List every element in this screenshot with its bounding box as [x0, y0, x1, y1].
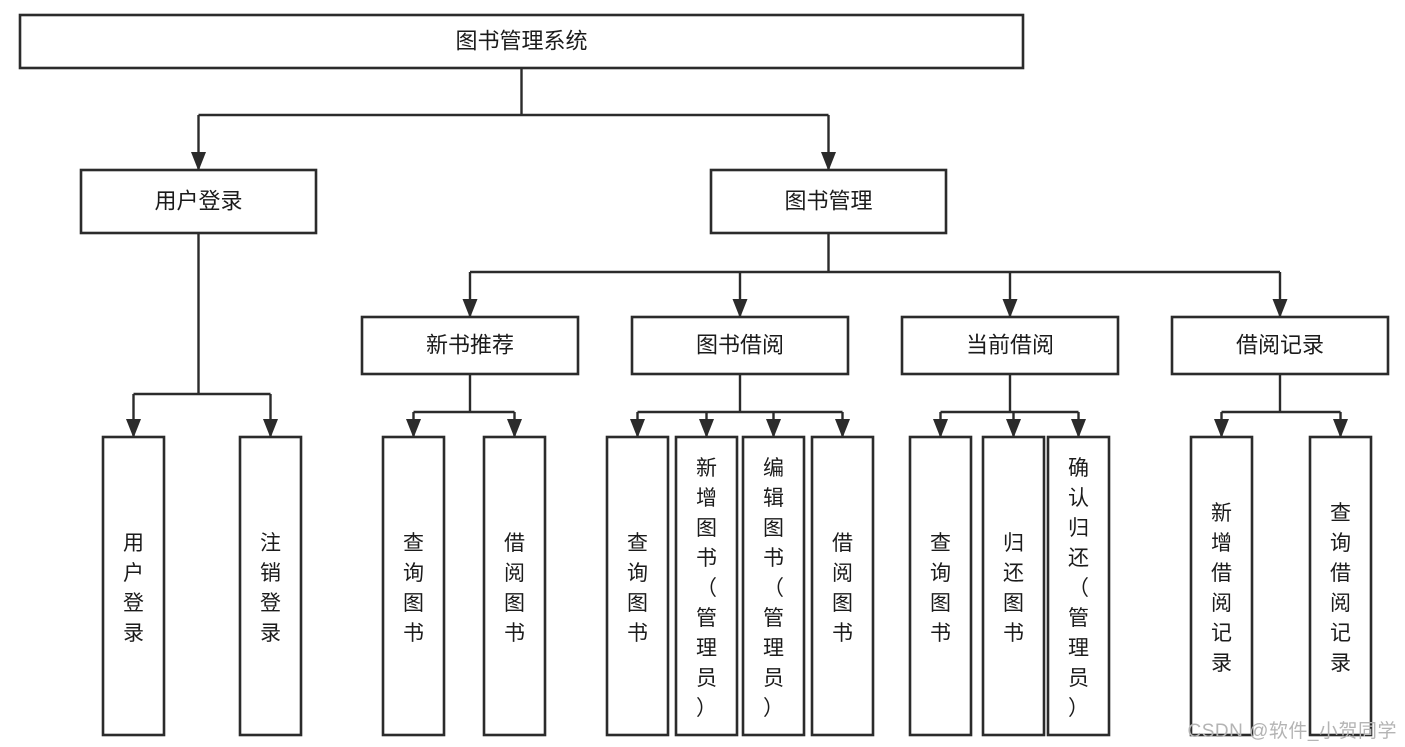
node-leaf-query-record[interactable]: 查询借阅记录 [1308, 435, 1373, 737]
watermark-label: CSDN @软件_小贺同学 [1187, 721, 1397, 742]
node-leaf-query-book-1-rect[interactable] [381, 435, 446, 737]
arrow-head-icon [766, 419, 781, 438]
node-leaf-borrow-book-1[interactable]: 借阅图书 [482, 435, 547, 737]
node-leaf-confirm-return-rect[interactable] [1046, 435, 1111, 737]
arrow-head-icon [835, 419, 850, 438]
node-leaf-query-record-rect[interactable] [1308, 435, 1373, 737]
node-leaf-query-book-3[interactable]: 查询图书 [908, 435, 973, 737]
node-leaf-query-book-2-rect[interactable] [605, 435, 670, 737]
arrow-head-icon [1272, 299, 1288, 318]
node-leaf-add-record[interactable]: 新增借阅记录 [1189, 435, 1254, 737]
node-leaf-user-login-label: 用户登录 [123, 532, 144, 645]
node-book-manage[interactable]: 图书管理 [709, 168, 948, 235]
arrow-head-icon [126, 419, 141, 438]
node-current-borrow-label: 当前借阅 [966, 332, 1054, 357]
node-leaf-logout-login-rect[interactable] [238, 435, 303, 737]
node-leaf-query-book-2-label: 查询图书 [627, 532, 648, 645]
node-leaf-return-book-rect[interactable] [981, 435, 1046, 737]
arrow-head-icon [1214, 419, 1229, 438]
node-leaf-query-record-label: 查询借阅记录 [1330, 502, 1351, 675]
node-leaf-confirm-return-label: 确认归还（管理员） [1068, 457, 1089, 720]
node-current-borrow-rect[interactable] [900, 315, 1120, 376]
node-new-book-recommend-label: 新书推荐 [426, 332, 514, 357]
node-root-system-label: 图书管理系统 [455, 28, 587, 53]
node-current-borrow[interactable]: 当前借阅 [900, 315, 1120, 376]
node-book-borrow-rect[interactable] [630, 315, 850, 376]
node-leaf-query-book-3-rect[interactable] [908, 435, 973, 737]
node-leaf-borrow-book-1-label: 借阅图书 [504, 532, 525, 645]
arrow-head-icon [263, 419, 278, 438]
arrow-head-icon [507, 419, 522, 438]
node-leaf-edit-book[interactable]: 编辑图书（管理员） [741, 435, 806, 737]
node-user-login[interactable]: 用户登录 [79, 168, 318, 235]
node-book-borrow-label: 图书借阅 [696, 332, 784, 357]
node-leaf-query-book-1-label: 查询图书 [403, 532, 424, 645]
arrow-head-icon [191, 152, 206, 171]
node-leaf-add-record-label: 新增借阅记录 [1211, 502, 1232, 675]
arrow-head-icon [933, 419, 948, 438]
node-leaf-add-book[interactable]: 新增图书（管理员） [674, 435, 739, 737]
arrow-head-icon [1006, 419, 1021, 438]
node-new-book-recommend-rect[interactable] [360, 315, 580, 376]
arrow-head-icon [1333, 419, 1348, 438]
node-borrow-record[interactable]: 借阅记录 [1170, 315, 1390, 376]
node-root-system[interactable]: 图书管理系统 [18, 13, 1025, 70]
arrow-head-icon [821, 152, 836, 171]
node-leaf-add-book-label: 新增图书（管理员） [696, 457, 717, 720]
node-leaf-query-book-1[interactable]: 查询图书 [381, 435, 446, 737]
node-leaf-query-book-2[interactable]: 查询图书 [605, 435, 670, 737]
node-leaf-borrow-book-2[interactable]: 借阅图书 [810, 435, 875, 737]
node-book-manage-rect[interactable] [709, 168, 948, 235]
arrow-head-icon [462, 299, 478, 318]
arrow-head-icon [1002, 299, 1018, 318]
arrow-head-icon [406, 419, 421, 438]
node-leaf-logout-login[interactable]: 注销登录 [238, 435, 303, 737]
arrow-head-icon [732, 299, 748, 318]
node-leaf-logout-login-label: 注销登录 [260, 532, 281, 645]
node-leaf-user-login-rect[interactable] [101, 435, 166, 737]
node-leaf-add-record-rect[interactable] [1189, 435, 1254, 737]
node-leaf-add-book-rect[interactable] [674, 435, 739, 737]
arrow-head-icon [699, 419, 714, 438]
connector-layer [126, 68, 1348, 438]
node-borrow-record-label: 借阅记录 [1236, 332, 1324, 357]
node-leaf-borrow-book-2-label: 借阅图书 [832, 532, 853, 645]
node-book-manage-label: 图书管理 [784, 188, 872, 213]
node-leaf-query-book-3-label: 查询图书 [930, 532, 951, 645]
node-leaf-confirm-return[interactable]: 确认归还（管理员） [1046, 435, 1111, 737]
node-new-book-recommend[interactable]: 新书推荐 [360, 315, 580, 376]
arrow-head-icon [1071, 419, 1086, 438]
node-user-login-rect[interactable] [79, 168, 318, 235]
node-borrow-record-rect[interactable] [1170, 315, 1390, 376]
node-leaf-edit-book-rect[interactable] [741, 435, 806, 737]
node-user-login-label: 用户登录 [154, 188, 242, 213]
node-layer: 图书管理系统用户登录图书管理新书推荐图书借阅当前借阅借阅记录用户登录注销登录查询… [18, 13, 1390, 737]
node-leaf-edit-book-label: 编辑图书（管理员） [763, 457, 784, 720]
node-book-borrow[interactable]: 图书借阅 [630, 315, 850, 376]
arrow-head-icon [630, 419, 645, 438]
node-leaf-user-login[interactable]: 用户登录 [101, 435, 166, 737]
node-leaf-borrow-book-2-rect[interactable] [810, 435, 875, 737]
node-root-system-rect[interactable] [18, 13, 1025, 70]
node-leaf-return-book-label: 归还图书 [1003, 532, 1024, 645]
node-leaf-borrow-book-1-rect[interactable] [482, 435, 547, 737]
node-leaf-return-book[interactable]: 归还图书 [981, 435, 1046, 737]
